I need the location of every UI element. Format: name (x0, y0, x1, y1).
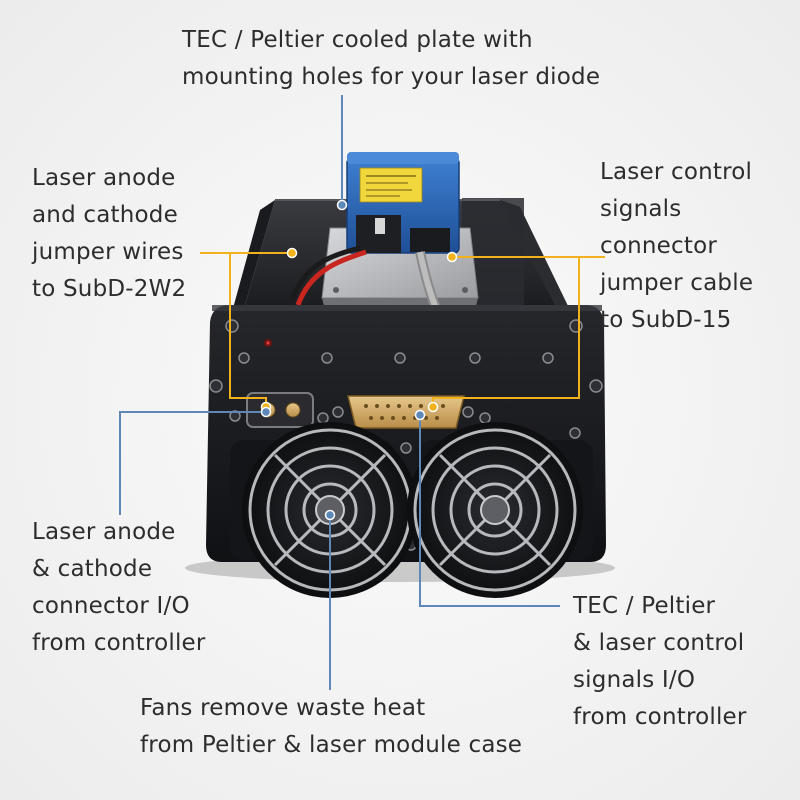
callout-line: Laser anode (32, 519, 176, 545)
subd-15-connector-icon (347, 395, 465, 429)
callout-line: TEC / Peltier cooled plate with (182, 27, 533, 53)
callout-line: to SubD-2W2 (32, 276, 187, 302)
callout-lines-orange (200, 252, 605, 407)
callout-line: Laser anode (32, 165, 176, 191)
callout-control-jumper: Laser control signals connector jumper c… (600, 154, 753, 339)
callout-fans: Fans remove waste heat from Peltier & la… (140, 690, 522, 764)
callout-dots-blue (260, 199, 426, 521)
callout-line: jumper cable (600, 270, 754, 296)
callout-line: & laser control (573, 630, 745, 656)
laser-module-icon (346, 152, 460, 254)
callout-line: mounting holes for your laser diode (182, 64, 601, 90)
callout-line: & cathode (32, 556, 153, 582)
callout-line: signals (600, 196, 682, 222)
callout-dots-orange (260, 247, 458, 413)
callout-tec-plate: TEC / Peltier cooled plate with mounting… (182, 22, 600, 96)
callout-line: connector (600, 233, 718, 259)
callout-line: from Peltier & laser module case (140, 732, 523, 758)
callout-line: from controller (32, 630, 206, 656)
callout-line: connector I/O (32, 593, 190, 619)
fan-icon (407, 422, 593, 598)
callout-lines-blue (119, 95, 560, 690)
callout-line: and cathode (32, 202, 178, 228)
callout-anode-io: Laser anode & cathode connector I/O from… (32, 514, 206, 662)
callout-anode-jumper: Laser anode and cathode jumper wires to … (32, 160, 186, 308)
callout-line: TEC / Peltier (573, 593, 716, 619)
callout-line: to SubD-15 (600, 307, 732, 333)
callout-line: from controller (573, 704, 747, 730)
callout-line: Laser control (600, 159, 753, 185)
callout-line: jumper wires (32, 239, 184, 265)
callout-tec-io: TEC / Peltier & laser control signals I/… (573, 588, 747, 736)
callout-line: signals I/O (573, 667, 696, 693)
callout-line: Fans remove waste heat (140, 695, 426, 721)
